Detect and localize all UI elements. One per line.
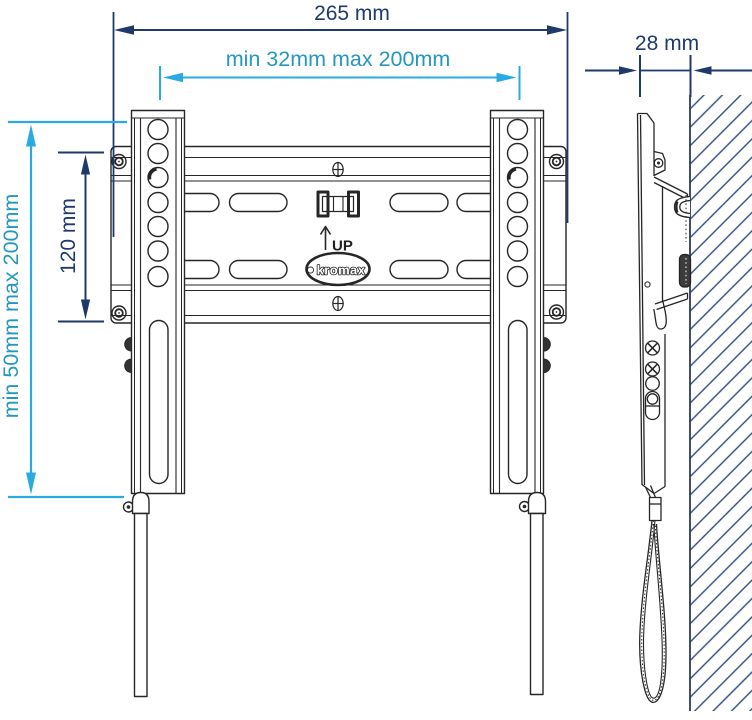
arrowhead-icon xyxy=(163,72,183,83)
registered-mark-icon xyxy=(306,266,315,274)
dim-label-vertical-range: min 50mm max 200mm xyxy=(0,194,23,419)
arrowhead-icon xyxy=(547,25,567,35)
safety-strap-side xyxy=(639,485,667,703)
wall-spacer-pad xyxy=(678,253,692,288)
front-view: UP kromax xyxy=(110,109,567,698)
screw-in-hole xyxy=(147,167,158,180)
dim-label-depth: 28 mm xyxy=(635,32,699,55)
up-label: UP xyxy=(332,238,353,255)
plate-center-screws xyxy=(332,161,344,312)
arrowhead-icon xyxy=(26,124,36,147)
brand-name: kromax xyxy=(317,263,366,278)
side-tab xyxy=(124,358,132,374)
left-rail xyxy=(124,109,186,495)
side-screws xyxy=(644,340,661,421)
arrowhead-icon xyxy=(693,66,712,75)
right-rail xyxy=(489,109,551,495)
dim-vertical-range: min 50mm max 200mm xyxy=(0,120,127,499)
brand-logo: kromax xyxy=(305,251,371,287)
side-tab xyxy=(543,358,551,374)
dim-label-hole-pattern: min 32mm max 200mm xyxy=(226,47,451,71)
arrowhead-icon xyxy=(496,72,517,83)
left-locking-cap xyxy=(122,491,150,515)
dim-overall-width: 265 mm xyxy=(112,2,569,237)
mounting-plate xyxy=(110,145,567,324)
wall-hatching xyxy=(690,95,752,711)
left-strap xyxy=(133,512,148,698)
arrowhead-icon xyxy=(114,25,134,35)
dim-depth: 28 mm xyxy=(585,32,752,97)
dim-label-overall-width: 265 mm xyxy=(314,2,390,25)
side-tab xyxy=(543,337,551,352)
right-strap xyxy=(529,512,544,696)
arrowhead-icon xyxy=(80,154,91,175)
arrowhead-icon xyxy=(80,299,91,320)
arrowhead-icon xyxy=(26,472,36,495)
cable-loop xyxy=(639,520,667,703)
bottom-hook xyxy=(653,299,667,330)
dim-hole-pattern: min 32mm max 200mm xyxy=(159,47,521,100)
dim-label-plate-height: 120 mm xyxy=(57,198,80,274)
screw-in-hole xyxy=(507,167,517,180)
strap-clip xyxy=(316,190,360,218)
arrowhead-icon xyxy=(619,66,637,75)
side-rail-profile xyxy=(636,112,667,495)
wall xyxy=(689,95,752,711)
wall-plate-profile xyxy=(653,176,692,311)
up-indicator: UP xyxy=(319,225,353,255)
side-tab xyxy=(124,337,132,352)
right-locking-cap xyxy=(518,491,547,515)
dim-plate-height: 120 mm xyxy=(57,151,104,323)
plate-corner-screws xyxy=(111,153,565,321)
side-view xyxy=(636,112,692,703)
dimensions: 265 mm min 32mm max 200mm 28 mm xyxy=(0,2,752,499)
